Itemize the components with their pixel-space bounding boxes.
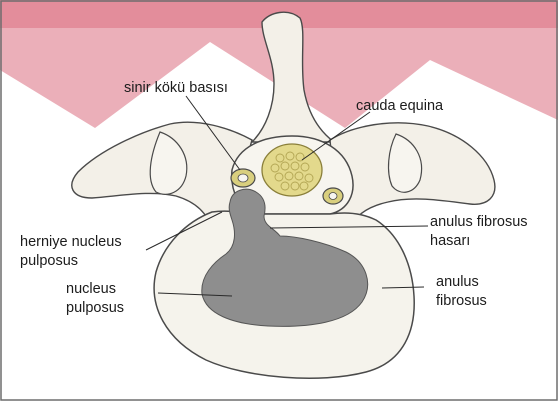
label-cauda-equina: cauda equina xyxy=(356,97,443,115)
left-nerve-root xyxy=(231,169,255,187)
label-herniated-nucleus-line1: herniye nucleus xyxy=(20,233,122,251)
label-anulus-damage-line2: hasarı xyxy=(430,232,470,250)
label-anulus-line1: anulus xyxy=(436,273,479,291)
right-nerve-root xyxy=(323,188,343,204)
label-nucleus-line1: nucleus xyxy=(66,280,116,298)
label-herniated-nucleus-line2: pulposus xyxy=(20,252,78,270)
label-anulus-line2: fibrosus xyxy=(436,292,487,310)
label-nerve-root-compression: sinir kökü basısı xyxy=(124,79,228,97)
label-nucleus-line2: pulposus xyxy=(66,299,124,317)
label-anulus-damage-line1: anulus fibrosus xyxy=(430,213,528,231)
